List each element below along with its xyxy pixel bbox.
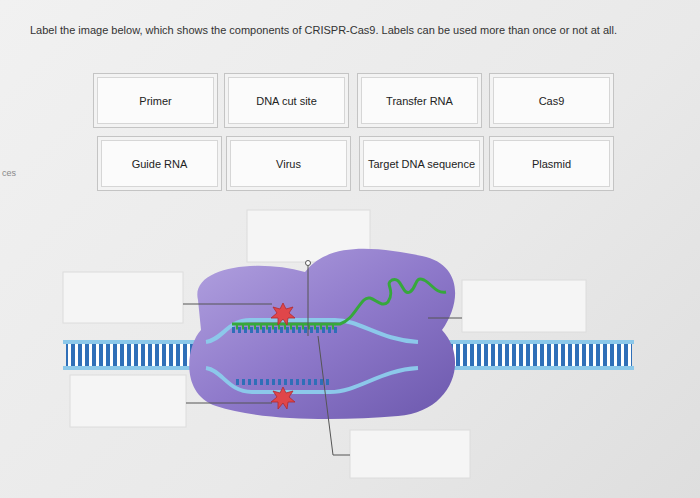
dna-strand <box>206 320 418 392</box>
label-tile: Plasmid <box>489 136 614 191</box>
label-tile: Primer <box>93 73 218 128</box>
label-text: Virus <box>276 158 301 170</box>
guide-rna <box>232 279 446 324</box>
edge-fragment: ces <box>2 168 16 178</box>
cas9-protein <box>189 249 455 419</box>
label-text: Guide RNA <box>132 158 188 170</box>
label-text: Cas9 <box>539 95 565 107</box>
label-text: Transfer RNA <box>386 95 453 107</box>
label-text: DNA cut site <box>256 95 317 107</box>
label-tile: Transfer RNA <box>357 73 482 128</box>
label-text: Plasmid <box>532 158 571 170</box>
label-tile: DNA cut site <box>224 73 349 128</box>
instruction-title: Label the image below, which shows the c… <box>30 24 680 36</box>
label-text: Primer <box>139 95 171 107</box>
label-tile: Cas9 <box>489 73 614 128</box>
label-text: Target DNA sequence <box>368 158 475 170</box>
label-tile: Guide RNA <box>97 136 222 191</box>
label-tile: Target DNA sequence <box>359 136 484 191</box>
leader-line <box>183 264 462 455</box>
leader-dot <box>306 261 311 266</box>
cut-site-burst <box>271 303 295 409</box>
label-tile: Virus <box>226 136 351 191</box>
